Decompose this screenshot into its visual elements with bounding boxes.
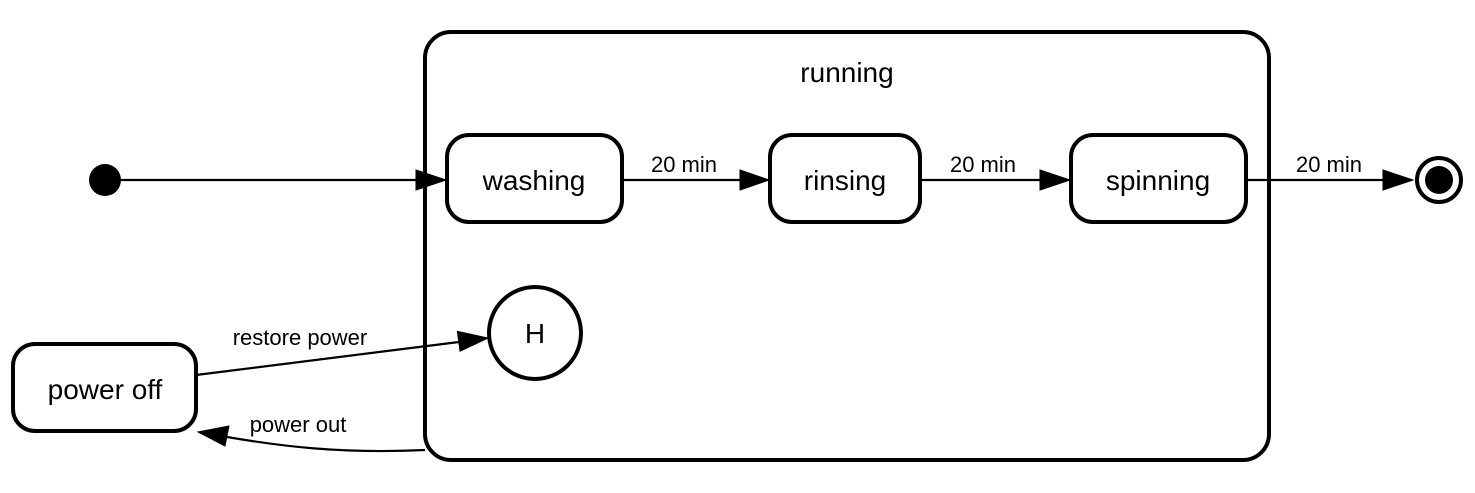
history-state-label: H — [525, 318, 545, 349]
power-out-arrowhead — [196, 425, 230, 447]
state-power-off — [11, 342, 198, 433]
power-out-label: power out — [250, 412, 347, 437]
final-state-inner — [1425, 166, 1453, 194]
restore-power-label: restore power — [233, 325, 368, 350]
history-state — [487, 285, 583, 381]
state-rinsing — [768, 133, 922, 224]
state-rinsing-label: rinsing — [804, 165, 886, 196]
initial-state — [89, 164, 121, 196]
washing-to-rinsing-label: 20 min — [651, 152, 717, 177]
restore-power-edge — [195, 340, 460, 377]
state-spinning — [1069, 133, 1248, 224]
initial-to-running-arrowhead — [415, 169, 448, 191]
rinsing-to-spinning-label: 20 min — [950, 152, 1016, 177]
state-spinning-label: spinning — [1106, 165, 1210, 196]
washing-to-rinsing-arrowhead — [739, 169, 771, 191]
running-label: running — [800, 57, 893, 88]
spinning-to-final-label: 20 min — [1296, 152, 1362, 177]
running-composite-state — [423, 30, 1271, 462]
power-out-edge — [226, 435, 426, 453]
state-power-off-label: power off — [48, 374, 163, 405]
rinsing-to-spinning-arrowhead — [1039, 169, 1072, 191]
spinning-to-final-arrowhead — [1382, 169, 1415, 191]
state-washing — [445, 133, 624, 224]
restore-power-arrowhead — [456, 330, 490, 352]
state-washing-label: washing — [482, 165, 586, 196]
